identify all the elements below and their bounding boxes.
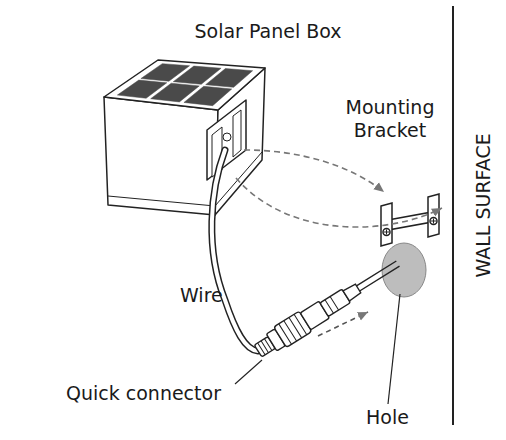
motion-arrow (236, 178, 442, 227)
part-label: Quick connector (66, 382, 221, 405)
wire (212, 150, 258, 351)
leader-line (388, 294, 400, 404)
motion-arrow (244, 150, 384, 192)
wall-line (452, 6, 454, 425)
solar-cell (206, 69, 253, 88)
part-label: Mounting Bracket (330, 96, 450, 142)
part-label: Wire (180, 284, 223, 307)
quick-connector (252, 253, 405, 361)
mounting-bracket (381, 194, 439, 246)
wall-label: WALL SURFACE (472, 133, 495, 277)
solar-panel-box (104, 60, 265, 215)
solar-cell (184, 86, 232, 105)
insert-arrow (318, 312, 368, 336)
part-label: Hole (366, 406, 409, 429)
title-label: Solar Panel Box (194, 20, 341, 43)
hole (382, 243, 426, 297)
leader-line (235, 360, 262, 384)
wire (212, 150, 258, 351)
